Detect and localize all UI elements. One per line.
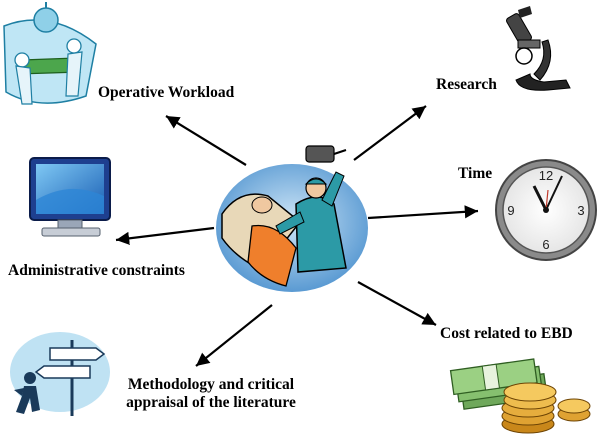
clock-minute-hand: [545, 175, 563, 211]
clock-number-12: 12: [539, 168, 553, 183]
clock-second-hand: [545, 189, 549, 211]
arrow-to-methodology: [195, 304, 273, 367]
arrow-to-research: [353, 105, 427, 161]
signpost-walker-icon: [10, 332, 110, 416]
clock-number-6: 6: [542, 237, 549, 252]
label-methodology-line2: appraisal of the literature: [126, 394, 296, 411]
arrow-to-time: [367, 205, 479, 220]
computer-monitor-icon: [29, 157, 111, 237]
label-operative-workload: Operative Workload: [98, 84, 235, 101]
operating-room-icon: [3, 2, 97, 105]
label-cost: Cost related to EBD: [440, 325, 573, 342]
surgeon-operating-icon: [216, 145, 368, 292]
arrows: [115, 105, 479, 367]
arrow-to-administrative: [115, 226, 215, 245]
coin-stack: [501, 382, 591, 434]
microscope-icon: [506, 6, 571, 91]
money-coins-icon: [449, 358, 591, 434]
arrow-to-operative-workload: [165, 115, 247, 166]
label-methodology-line1: Methodology and critical: [127, 376, 295, 393]
label-methodology: Methodology and critical appraisal of th…: [106, 376, 316, 412]
label-administrative-constraints: Administrative constraints: [8, 262, 185, 279]
clock-number-9: 9: [507, 203, 514, 218]
clock-number-3: 3: [577, 203, 584, 218]
clock-hour-hand: [532, 185, 548, 211]
label-time: Time: [458, 165, 493, 182]
wall-clock-icon: 12 3 6 9: [495, 159, 597, 261]
arrow-to-cost: [357, 281, 437, 326]
label-research: Research: [436, 76, 497, 93]
